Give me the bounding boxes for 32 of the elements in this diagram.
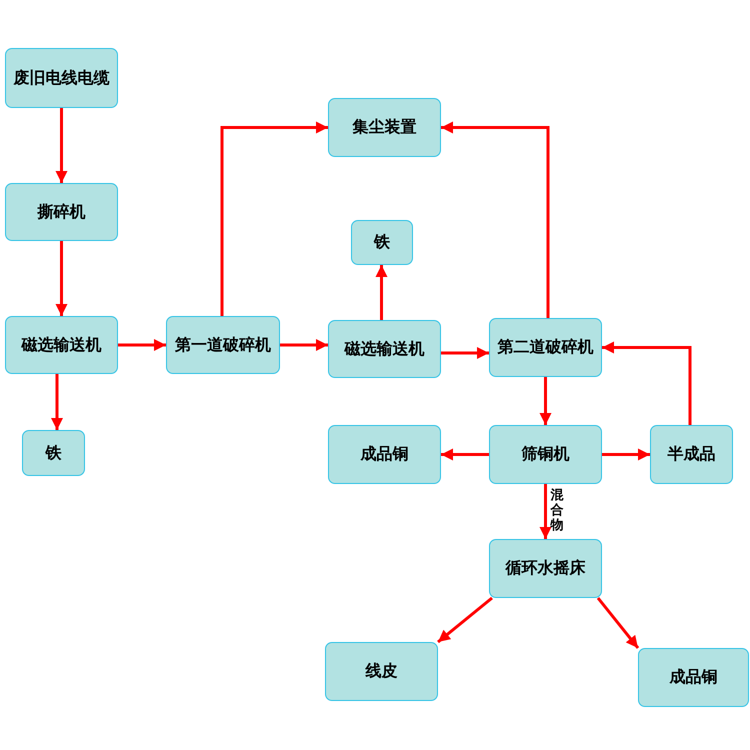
process-box: 第一道破碎机 xyxy=(166,316,280,374)
output-box: 铁 xyxy=(351,220,413,265)
process-box: 废旧电线电缆 xyxy=(5,48,118,108)
arrow xyxy=(56,241,68,316)
arrow xyxy=(51,374,63,430)
output-box: 线皮 xyxy=(325,642,438,701)
process-box: 筛铜机 xyxy=(489,425,602,484)
output-box: 铁 xyxy=(22,430,85,476)
arrow xyxy=(437,596,493,644)
arrow xyxy=(280,339,328,351)
arrow xyxy=(118,339,166,351)
process-box: 循环水摇床 xyxy=(489,539,602,598)
arrow xyxy=(441,448,489,460)
arrow xyxy=(441,347,489,359)
edge-label: 混合物 xyxy=(550,488,564,532)
process-box: 磁选输送机 xyxy=(328,320,441,378)
arrow xyxy=(540,377,552,425)
arrow xyxy=(56,108,68,183)
arrow xyxy=(596,597,640,649)
arrow xyxy=(602,342,692,425)
arrow xyxy=(602,448,650,460)
process-box: 第二道破碎机 xyxy=(489,318,602,377)
process-box: 集尘装置 xyxy=(328,98,441,157)
process-box: 磁选输送机 xyxy=(5,316,118,374)
output-box: 半成品 xyxy=(650,425,733,484)
arrow xyxy=(376,265,388,320)
arrow xyxy=(220,122,328,316)
output-box: 成品铜 xyxy=(328,425,441,484)
process-box: 撕碎机 xyxy=(5,183,118,241)
arrow xyxy=(441,122,550,318)
arrow xyxy=(540,484,552,539)
output-box: 成品铜 xyxy=(638,648,749,707)
